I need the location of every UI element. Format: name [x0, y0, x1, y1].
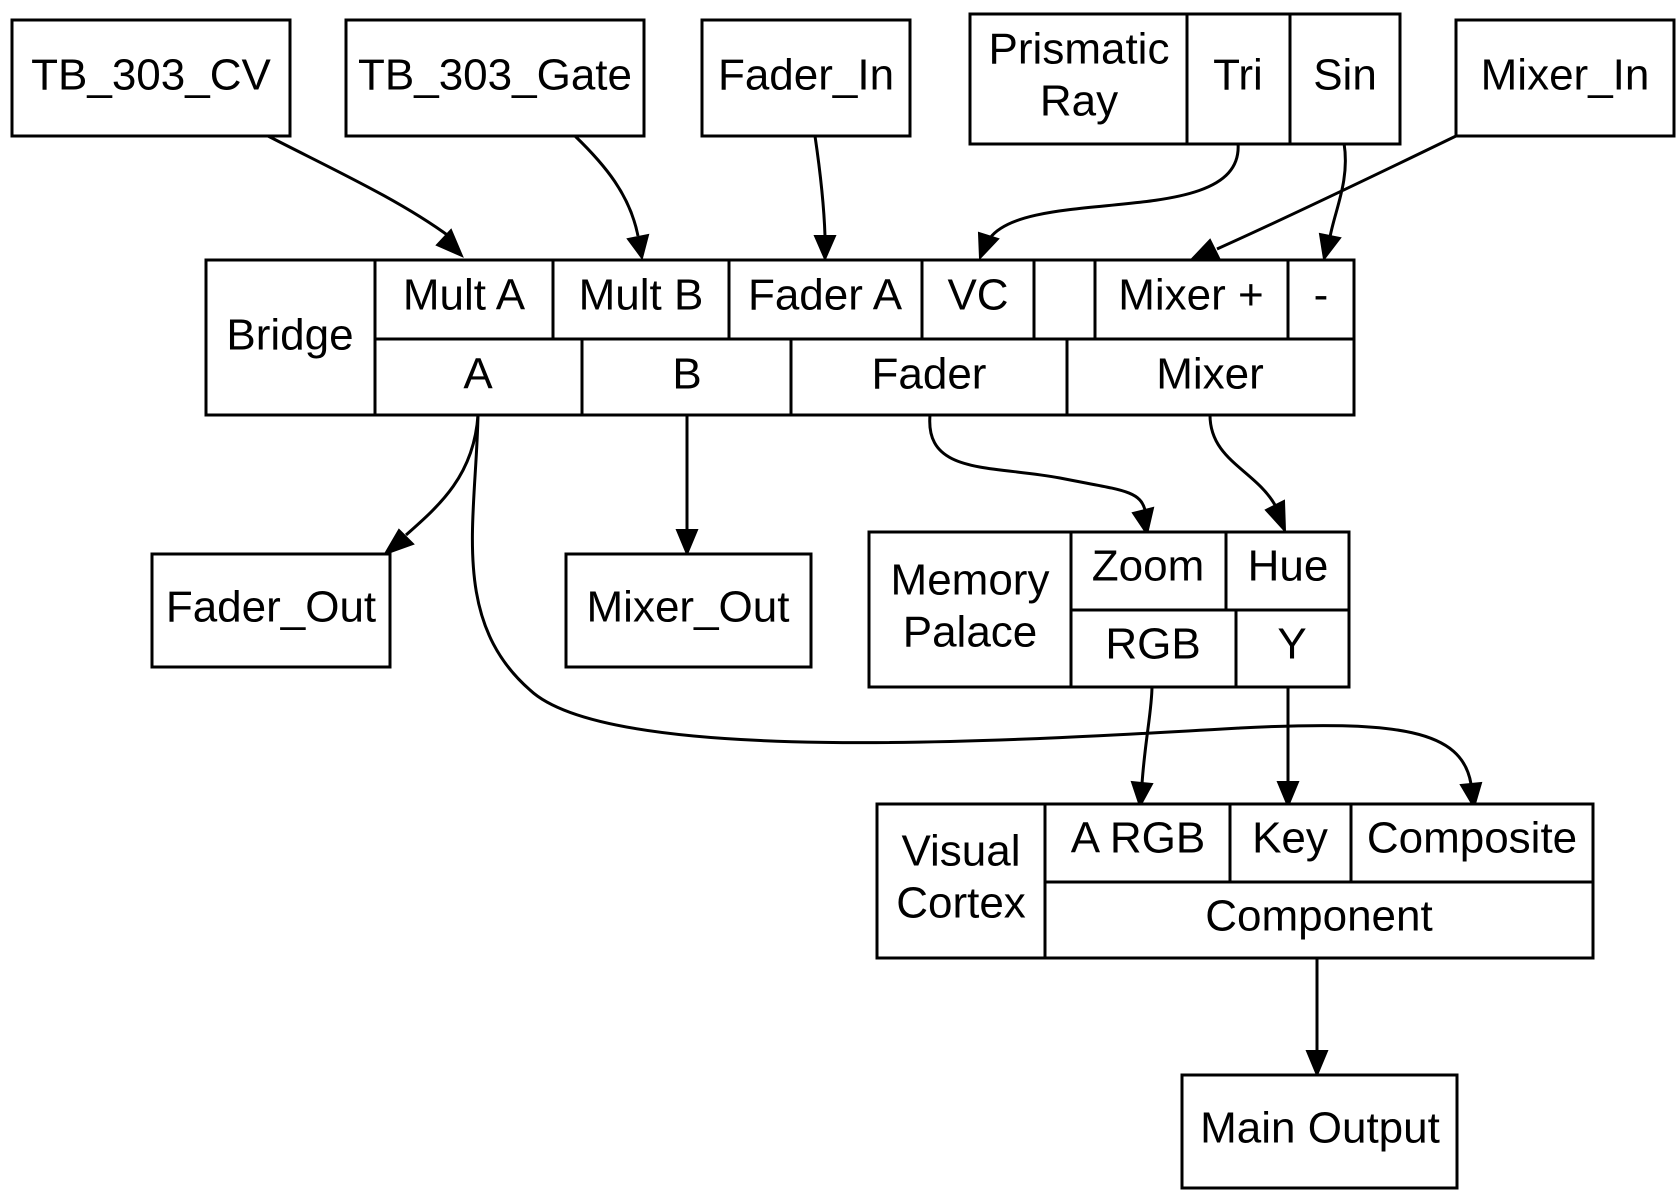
edge-tb303cv-to-mult-a — [267, 134, 464, 258]
node-label-line2: Cortex — [896, 879, 1026, 928]
node-label: Fader_In — [718, 51, 894, 100]
node-fader-out[interactable]: Fader_Out — [150, 552, 392, 669]
port-tri[interactable]: Tri — [1213, 51, 1263, 100]
edge-tb303gate-to-mult-b — [573, 134, 650, 261]
port-mixer[interactable]: Mixer — [1156, 350, 1264, 399]
node-main-output[interactable]: Main Output — [1180, 1073, 1459, 1190]
edge-fader-to-zoom — [928, 414, 1155, 537]
node-fader-in[interactable]: Fader_In — [700, 18, 912, 138]
port-composite[interactable]: Composite — [1367, 814, 1577, 863]
edges — [267, 134, 1483, 1078]
edge-rgb-to-a-rgb — [1130, 685, 1154, 809]
port-fader-a[interactable]: Fader A — [748, 271, 903, 320]
port-fader[interactable]: Fader — [872, 350, 987, 399]
edge-y-to-key — [1276, 686, 1300, 809]
edge-b-to-mixer-out — [675, 415, 699, 557]
node-label: TB_303_CV — [31, 51, 271, 100]
edge-tri-to-vc — [977, 142, 1240, 261]
port-mixer-plus[interactable]: Mixer + — [1118, 271, 1263, 320]
edge-mixer-to-hue — [1208, 414, 1287, 534]
port-key[interactable]: Key — [1252, 814, 1328, 863]
node-tb303-cv[interactable]: TB_303_CV — [10, 18, 292, 138]
node-label: Fader_Out — [166, 583, 376, 632]
port-y[interactable]: Y — [1277, 620, 1306, 669]
port-b[interactable]: B — [672, 350, 701, 399]
node-label-line2: Ray — [1040, 77, 1118, 126]
node-label: Bridge — [226, 311, 353, 360]
edge-a-to-composite — [470, 414, 1483, 810]
node-visual-cortex[interactable]: Visual Cortex A RGB Key Composite Compon… — [875, 802, 1595, 960]
node-label: Mixer_Out — [587, 583, 790, 632]
port-hue[interactable]: Hue — [1248, 542, 1329, 591]
node-memory-palace[interactable]: Memory Palace Zoom Hue RGB Y — [867, 530, 1351, 689]
port-rgb[interactable]: RGB — [1105, 620, 1200, 669]
node-mixer-in[interactable]: Mixer_In — [1454, 18, 1676, 138]
port-minus[interactable]: - — [1314, 271, 1329, 320]
port-vc[interactable]: VC — [947, 271, 1008, 320]
edge-a-to-fader-out — [382, 414, 480, 556]
port-a-rgb[interactable]: A RGB — [1071, 814, 1206, 863]
port-zoom[interactable]: Zoom — [1092, 542, 1204, 591]
port-a[interactable]: A — [463, 350, 493, 399]
node-label: Main Output — [1200, 1104, 1440, 1153]
node-bridge[interactable]: Bridge Mult A Mult B Fader A VC Mixer + … — [204, 258, 1356, 417]
node-mixer-out[interactable]: Mixer_Out — [564, 552, 813, 669]
edge-component-to-main-output — [1305, 958, 1329, 1078]
port-component[interactable]: Component — [1205, 892, 1432, 941]
edge-sin-to-minus — [1318, 142, 1347, 262]
node-label: Mixer_In — [1481, 51, 1650, 100]
node-label-line1: Visual — [901, 827, 1020, 876]
node-label-line2: Palace — [903, 608, 1038, 657]
node-label-line1: Memory — [891, 556, 1050, 605]
node-prismatic-ray[interactable]: Prismatic Ray Tri Sin — [968, 12, 1402, 146]
port-mult-a[interactable]: Mult A — [403, 271, 526, 320]
node-tb303-gate[interactable]: TB_303_Gate — [344, 18, 646, 138]
edge-fader-in-to-fader-a — [813, 135, 837, 262]
node-label: TB_303_Gate — [358, 51, 632, 100]
node-label-line1: Prismatic — [989, 25, 1170, 74]
port-mult-b[interactable]: Mult B — [579, 271, 704, 320]
port-sin[interactable]: Sin — [1313, 51, 1377, 100]
